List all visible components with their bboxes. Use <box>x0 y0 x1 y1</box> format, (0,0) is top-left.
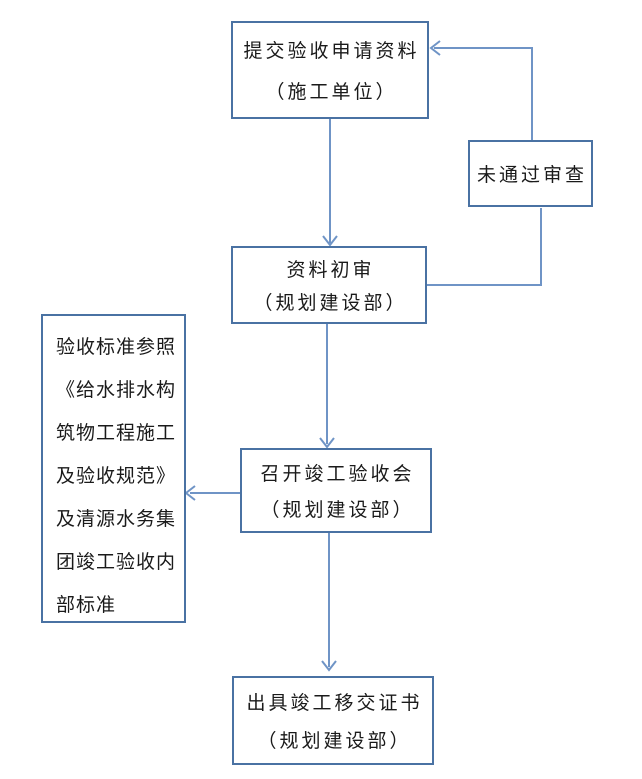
arrow-left-icon <box>184 485 196 501</box>
connector-fail-to-submit <box>429 40 533 140</box>
node-text: 部标准 <box>56 595 117 616</box>
node-text: 验收标准参照 <box>56 337 177 358</box>
arrow-left-icon <box>429 40 441 56</box>
node-text: 召开竣工验收会 <box>260 464 415 485</box>
node-subtext: （施工单位） <box>265 81 398 103</box>
connector-meeting-to-certificate <box>321 533 337 672</box>
connector-review-to-fail <box>427 208 542 286</box>
node-text: 未通过审查 <box>476 165 587 186</box>
arrow-down-icon <box>321 660 337 672</box>
node-subtext: （规划建设部） <box>253 293 408 315</box>
connector-submit-to-review <box>322 119 338 247</box>
flow-node-initial-review: 资料初审 （规划建设部） <box>231 246 427 324</box>
node-text: 提交验收申请资料 <box>243 41 420 63</box>
flow-node-submit-application: 提交验收申请资料 （施工单位） <box>231 21 429 119</box>
node-subtext: （规划建设部） <box>257 730 412 752</box>
arrow-down-icon <box>322 235 338 247</box>
flow-node-acceptance-standard-note: 验收标准参照 《给水排水构 筑物工程施工 及验收规范》 及清源水务集 团竣工验收… <box>41 314 186 623</box>
node-text: 出具竣工移交证书 <box>246 693 423 715</box>
flow-node-failed-review: 未通过审查 <box>468 140 593 207</box>
node-text: 《给水排水构 <box>56 380 177 401</box>
connector-meeting-to-standard <box>184 485 240 501</box>
flow-node-handover-certificate: 出具竣工移交证书 （规划建设部） <box>232 676 434 765</box>
connector-review-to-meeting <box>319 324 335 449</box>
node-text: 及清源水务集 <box>56 509 177 530</box>
flow-node-acceptance-meeting: 召开竣工验收会 （规划建设部） <box>240 448 432 533</box>
node-text: 资料初审 <box>286 259 375 281</box>
arrow-down-icon <box>319 437 335 449</box>
node-text: 筑物工程施工 <box>56 423 177 444</box>
node-text: 团竣工验收内 <box>56 552 177 573</box>
node-subtext: （规划建设部） <box>260 500 415 521</box>
node-text: 及验收规范》 <box>56 466 177 487</box>
